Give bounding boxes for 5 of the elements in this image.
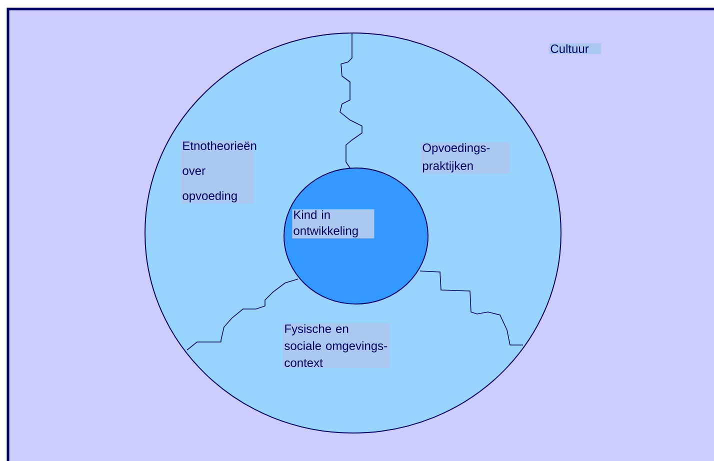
region-label: Opvoedings- praktijken — [421, 142, 510, 174]
region-label: Cultuur — [549, 43, 602, 54]
region-label: Etnotheorieën over opvoeding — [181, 140, 256, 204]
center-label: Kind in ontwikkeling — [292, 209, 374, 238]
region-label: Fysische en sociale omgevings- context — [283, 323, 390, 368]
